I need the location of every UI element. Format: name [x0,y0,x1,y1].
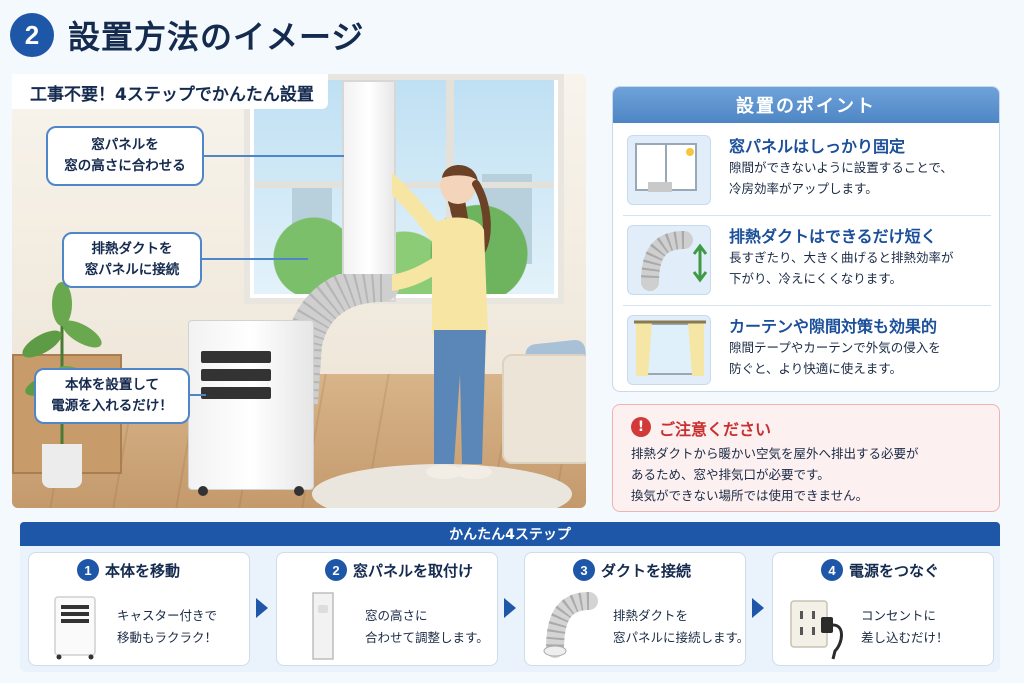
duct-icon [543,592,598,658]
divider [623,305,991,306]
step-card-3: 3 ダクトを接続 排熱ダクトを 窓パネルに接続します。 [524,552,749,666]
step-desc-line: 移動もラクラク！ [117,630,218,645]
callout-line-2: 窓パネルに接続 [84,262,180,278]
window-panel-icon [627,135,711,205]
caution-title: ご注意ください [659,420,772,439]
point-desc-line: 長すぎたり、大きく曲げると排熱効率が [729,250,954,265]
point-desc-line: 隙間ができないように設置することで、 [729,160,953,175]
step-desc-line: 窓パネルに接続します。 [613,630,750,645]
plant-pot [42,444,82,488]
section-number-badge: 2 [10,13,54,57]
points-header: 設置のポイント [613,87,999,123]
point-title: 窓パネルはしっかり固定 [729,137,906,156]
ac-vent [201,387,271,399]
step-card-2: 2 窓パネルを取付け 窓の高さに 合わせて調整します。 [276,552,498,666]
installation-points-panel: 設置のポイント 窓パネルはしっかり固定 隙間ができないように設置することで、 冷… [612,86,1000,392]
point-item: カーテンや隙間対策も効果的 隙間テープやカーテンで外気の侵入を 防ぐと、より快適… [623,309,991,391]
callout-line-2: 窓の高さに合わせる [64,158,186,174]
step-desc-line: 窓の高さに [365,608,428,623]
caution-text: 排熱ダクトから暖かい空気を屋外へ排出する必要が あるため、窓や排気口が必要です。… [631,443,993,506]
power-outlet-icon [790,600,843,660]
duct-icon [627,225,711,295]
caster-wheel [198,486,208,496]
callout-main-unit: 本体を設置して 電源を入れるだけ！ [34,368,190,424]
step-title: ダクトを接続 [601,562,692,580]
point-title: 排熱ダクトはできるだけ短く [729,227,937,246]
chevron-right-icon [752,598,764,618]
chevron-right-icon [504,598,516,618]
houseplant [22,282,102,454]
point-description: 隙間テープやカーテンで外気の侵入を 防ぐと、より快適に使えます。 [729,337,991,379]
title-bar: 2 設置方法のイメージ [10,10,364,60]
point-desc-line: 防ぐと、より快適に使えます。 [729,361,903,376]
callout-pointer [204,155,344,157]
caution-box: ! ご注意ください 排熱ダクトから暖かい空気を屋外へ排出する必要が あるため、窓… [612,404,1000,512]
callout-line-2: 電源を入れるだけ！ [51,398,173,414]
step-description: キャスター付きで 移動もラクラク！ [117,605,217,649]
steps-header: かんたん4ステップ [20,522,1000,546]
step-desc-line: コンセントに [861,608,937,623]
step-number: 1 [77,559,99,581]
point-item: 窓パネルはしっかり固定 隙間ができないように設置することで、 冷房効率がアップし… [623,129,991,213]
page-title: 設置方法のイメージ [68,18,365,56]
point-desc-line: 下がり、冷えにくくなります。 [729,271,903,286]
portable-air-conditioner [188,320,314,490]
step-number: 2 [325,559,347,581]
point-title: カーテンや隙間対策も効果的 [729,317,938,336]
callout-line-1: 排熱ダクトを [91,241,173,257]
scene-caption: 工事不要！4ステップでかんたん設置 [12,74,328,109]
callout-pointer [202,258,308,260]
callout-pointer [190,394,206,396]
point-desc-line: 冷房効率がアップします。 [729,181,878,196]
window-panel [342,80,396,302]
caution-line: 排熱ダクトから暖かい空気を屋外へ排出する必要が [631,446,919,461]
step-desc-line: 排熱ダクトを [613,608,689,623]
point-description: 長すぎたり、大きく曲げると排熱効率が 下がり、冷えにくくなります。 [729,247,991,289]
point-desc-line: 隙間テープやカーテンで外気の侵入を [729,340,941,355]
air-conditioner-icon [54,596,96,660]
step-desc-line: 差し込むだけ！ [861,630,949,645]
sofa [502,354,586,464]
curtain-icon [627,315,711,385]
step-card-1: 1 本体を移動 キャスター付きで 移動もラクラク！ [28,552,250,666]
divider [623,215,991,216]
step-desc-line: キャスター付きで [117,608,218,623]
step-description: コンセントに 差し込むだけ！ [861,605,949,649]
warning-icon: ! [631,417,651,437]
caster-wheel [294,486,304,496]
step-description: 排熱ダクトを 窓パネルに接続します。 [613,605,749,649]
callout-line-1: 本体を設置して [64,377,160,393]
caution-line: あるため、窓や排気口が必要です。 [631,467,830,482]
step-number: 3 [573,559,595,581]
step-title: 本体を移動 [105,562,181,580]
caution-line: 換気ができない場所では使用できません。 [631,488,869,503]
step-desc-line: 合わせて調整します。 [365,630,489,645]
woman-installing-panel [392,164,492,479]
callout-window-panel: 窓パネルを 窓の高さに合わせる [46,126,204,186]
ac-vent [201,351,271,363]
callout-exhaust-duct: 排熱ダクトを 窓パネルに接続 [62,232,202,288]
point-description: 隙間ができないように設置することで、 冷房効率がアップします。 [729,157,991,199]
ac-vent [201,369,271,381]
point-item: 排熱ダクトはできるだけ短く 長すぎたり、大きく曲げると排熱効率が 下がり、冷えに… [623,219,991,303]
callout-line-1: 窓パネルを [91,137,159,153]
step-description: 窓の高さに 合わせて調整します。 [365,605,489,649]
step-title: 電源をつなぐ [849,562,940,580]
window-panel-icon [312,592,334,660]
chevron-right-icon [256,598,268,618]
step-number: 4 [821,559,843,581]
step-card-4: 4 電源をつなぐ コンセントに 差し込むだけ！ [772,552,994,666]
step-title: 窓パネルを取付け [353,562,474,580]
